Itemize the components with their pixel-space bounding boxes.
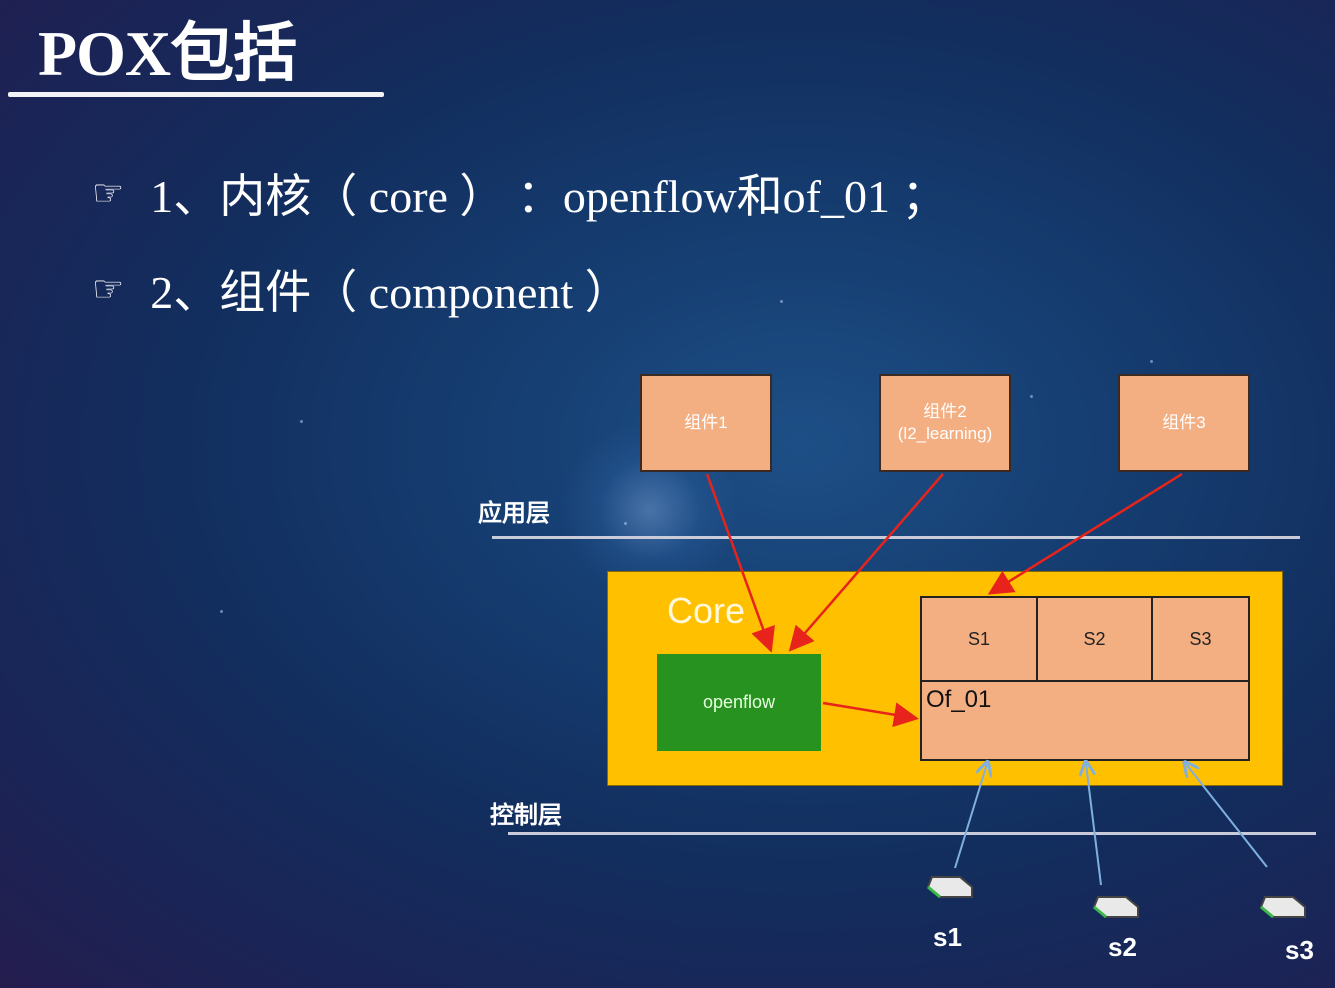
star (1150, 360, 1153, 363)
slot-s1: S1 (922, 598, 1038, 680)
bullet-item: ☞ 1、内核（ core ） ：openflow和of_01 ； (92, 160, 948, 226)
of01-divider (922, 680, 1248, 682)
openflow-box: openflow (657, 654, 821, 751)
component-label: 组件3 (1162, 412, 1206, 432)
of01-box: S1 S2 S3 Of_01 (920, 596, 1250, 761)
star (220, 610, 223, 613)
switch-icon (926, 876, 973, 899)
core-label: Core (667, 590, 746, 631)
component-label: 组件2 (923, 401, 967, 421)
component-sublabel: (l2_learning) (897, 424, 993, 443)
bullet-text: 2、组件（ component ） (150, 267, 631, 318)
slot-s2: S2 (1038, 598, 1153, 680)
star (300, 420, 303, 423)
bullet-text: 1、内核（ core ） ：openflow和of_01 ； (150, 171, 948, 222)
pointing-hand-icon: ☞ (92, 172, 125, 214)
bullet-item: ☞ 2、组件（ component ） (92, 256, 631, 322)
application-layer-line (492, 536, 1300, 539)
control-layer-label: 控制层 (490, 802, 562, 829)
star (1030, 395, 1033, 398)
slide-title: POX包括 (38, 18, 297, 89)
switch-s2-label: s2 (1108, 932, 1137, 962)
star (624, 522, 627, 525)
application-layer-label: 应用层 (478, 500, 550, 527)
component-1-box: 组件1 (640, 374, 772, 472)
control-layer-line (508, 832, 1316, 835)
slot-s3: S3 (1189, 628, 1212, 649)
switch-s1-label: s1 (933, 922, 962, 952)
of01-label: Of_01 (926, 686, 992, 713)
component-3-box: 组件3 (1118, 374, 1250, 472)
switch-icon (1259, 896, 1306, 919)
pointing-hand-icon: ☞ (92, 268, 125, 310)
title-underline (8, 92, 384, 97)
component-2-box: 组件2 (l2_learning) (879, 374, 1011, 472)
star (780, 300, 783, 303)
switch-s3-label: s3 (1285, 935, 1314, 965)
switch-icon (1092, 896, 1139, 919)
component-label: 组件1 (684, 412, 728, 432)
